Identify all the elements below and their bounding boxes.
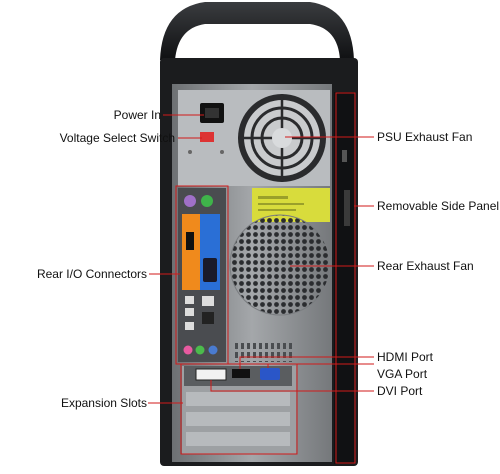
- label-psu-exhaust-fan: PSU Exhaust Fan: [377, 130, 473, 144]
- rear-io-shield: [178, 188, 226, 362]
- audio-blue-jack: [208, 345, 218, 355]
- label-voltage-select-switch: Voltage Select Switch: [59, 131, 175, 145]
- voltage-switch: [200, 132, 214, 142]
- callout-boxes: [175, 92, 356, 464]
- side-panel-edge: [334, 92, 354, 464]
- label-vga-port: VGA Port: [377, 367, 428, 381]
- dvi-port-shape: [195, 368, 227, 381]
- label-rear-exhaust-fan: Rear Exhaust Fan: [377, 259, 474, 273]
- ps2-keyboard-port: [201, 195, 213, 207]
- psu-fan: [238, 94, 326, 182]
- hdmi-port-shape: [232, 369, 250, 378]
- expansion-slot-area: [182, 366, 296, 454]
- label-rear-io-connectors: Rear I/O Connectors: [36, 267, 147, 281]
- audio-pink-jack: [183, 345, 193, 355]
- label-expansion-slots: Expansion Slots: [60, 396, 147, 410]
- vga-onboard-port: [203, 258, 217, 282]
- rear-exhaust-grille: [230, 215, 330, 315]
- label-dvi-port: DVI Port: [377, 384, 423, 398]
- case-top-handle: [160, 2, 354, 60]
- label-power-in: Power In: [113, 108, 161, 122]
- io-orange-panel: [182, 214, 200, 290]
- callout-lines: [148, 114, 374, 404]
- label-removable-side-panel: Removable Side Panel: [377, 199, 500, 213]
- audio-green-jack: [195, 345, 205, 355]
- ps2-mouse-port: [184, 195, 196, 207]
- vga-port-shape: [260, 368, 280, 380]
- psu-unit: [178, 90, 330, 222]
- label-hdmi-port: HDMI Port: [377, 350, 434, 364]
